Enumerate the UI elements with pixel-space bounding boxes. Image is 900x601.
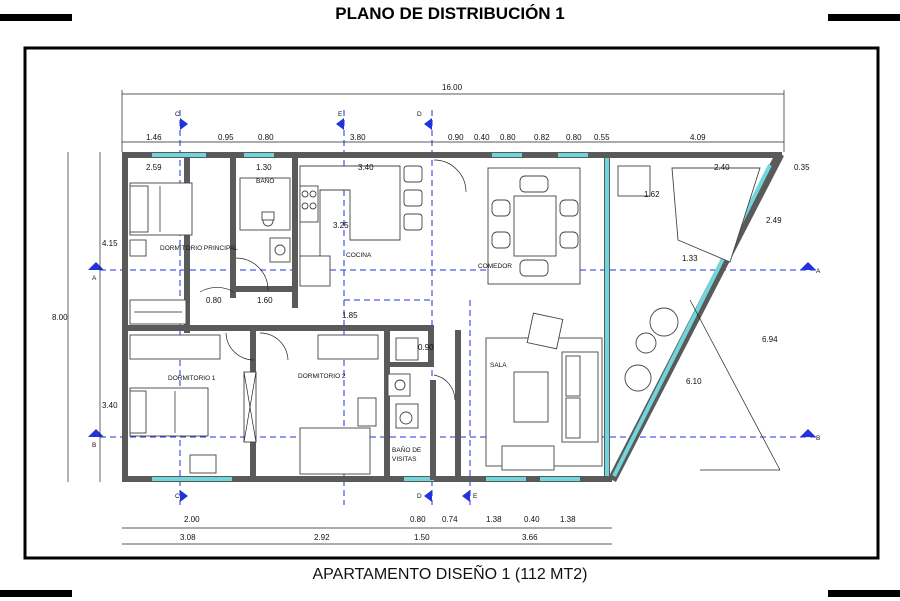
- dim-bot-3: 2.92: [314, 533, 330, 542]
- dim-top-10: 0.55: [594, 133, 610, 142]
- room-label-bano: BAÑO: [256, 176, 274, 185]
- dim-overall: 16.00: [442, 83, 463, 92]
- axis-marker-b-right: [800, 429, 816, 437]
- axis-marker-d-top: [424, 118, 432, 130]
- axis-label-b-right: B: [816, 435, 820, 442]
- axis-label-b-left: B: [92, 442, 96, 449]
- bed-main: [129, 182, 193, 257]
- bed-2: [243, 334, 379, 475]
- dim-top-8: 0.82: [534, 133, 550, 142]
- dimension-texts: 16.00 1.46 0.95 0.80 3.80 0.90 0.40 0.80…: [52, 83, 810, 542]
- axis-label-a-left: A: [92, 275, 97, 282]
- dim-dorm-width: 2.59: [146, 163, 162, 172]
- room-label-dormitorio-1: DORMITORIO 1: [168, 375, 216, 382]
- dim-top-9: 0.80: [566, 133, 582, 142]
- dim-left-bottom: 3.40: [102, 401, 118, 410]
- dim-bot-1: 2.00: [184, 515, 200, 524]
- room-label-comedor: COMEDOR: [478, 263, 512, 270]
- closet-main: [129, 299, 187, 325]
- room-label-cocina: COCINA: [346, 252, 372, 259]
- axis-marker-c-top: [180, 118, 188, 130]
- room-labels: DORMITORIO PRINCIPAL BAÑO COCINA COMEDOR…: [160, 176, 512, 463]
- axis-label-e-bottom: E: [473, 493, 478, 500]
- dim-top-2: 0.95: [218, 133, 234, 142]
- dim-top-5: 0.90: [448, 133, 464, 142]
- axis-marker-e-bottom: [462, 490, 470, 502]
- axis-marker-e-top: [336, 118, 344, 130]
- dim-top-7: 0.80: [500, 133, 516, 142]
- dim-top-6: 0.40: [474, 133, 490, 142]
- dining-area: [487, 167, 581, 285]
- dim-left-top: 4.15: [102, 239, 118, 248]
- axis-marker-c-bottom: [180, 490, 188, 502]
- dim-terrace-6: 6.94: [762, 335, 778, 344]
- plan-caption: APARTAMENTO DISEÑO 1 (112 MT2): [312, 566, 588, 583]
- axis-label-c-bottom: C: [175, 493, 180, 500]
- title-bar-left: [0, 14, 72, 21]
- dim-kitchen-depth: 3.25: [333, 221, 349, 230]
- kitchen-counter: [299, 165, 423, 287]
- dim-bot-5: 0.74: [442, 515, 458, 524]
- caption-bar-left: [0, 590, 72, 597]
- axis-label-c: C: [175, 111, 180, 118]
- bathroom-fixtures: [239, 177, 291, 263]
- visitor-bath: [387, 337, 419, 429]
- dim-hall-1: 0.80: [206, 296, 222, 305]
- dim-terrace-4: 2.49: [766, 216, 782, 225]
- dim-terrace-7: 6.10: [686, 377, 702, 386]
- axis-label-d: D: [417, 111, 422, 118]
- dim-kitchen: 3.40: [358, 163, 374, 172]
- living-area: [485, 312, 603, 471]
- terrace-furniture: [617, 165, 781, 471]
- dim-left-overall: 8.00: [52, 313, 68, 322]
- plan-title: PLANO DE DISTRIBUCIÓN 1: [335, 4, 565, 23]
- room-label-bano-visitas-1: BAÑO DE: [392, 445, 422, 454]
- dim-bath-width: 1.30: [256, 163, 272, 172]
- room-label-bano-visitas-2: VISITAS: [392, 456, 417, 463]
- dim-bot-8: 0.40: [524, 515, 540, 524]
- dim-terrace-2: 0.35: [794, 163, 810, 172]
- axis-marker-d-bottom: [424, 490, 432, 502]
- room-label-dormitorio-2: DORMITORIO 2: [298, 373, 346, 380]
- caption-bar-right: [828, 590, 900, 597]
- axis-label-d-bottom: D: [417, 493, 422, 500]
- dim-bot-4: 0.80: [410, 515, 426, 524]
- dim-terrace-3: 1.62: [644, 190, 660, 199]
- dim-bot-6: 1.50: [414, 533, 430, 542]
- bed-1: [129, 334, 221, 474]
- axis-label-e: E: [338, 111, 343, 118]
- dimension-lines: [67, 90, 785, 545]
- dim-hall-2: 1.60: [257, 296, 273, 305]
- dim-bot-10: 3.66: [522, 533, 538, 542]
- dim-bot-7: 1.38: [486, 515, 502, 524]
- dim-top-4: 3.80: [350, 133, 366, 142]
- dim-terrace-1: 2.40: [714, 163, 730, 172]
- dim-top-1: 1.46: [146, 133, 162, 142]
- room-label-dormitorio-principal: DORMITORIO PRINCIPAL: [160, 245, 238, 252]
- dim-bot-9: 1.38: [560, 515, 576, 524]
- dim-top-3: 0.80: [258, 133, 274, 142]
- doors: [199, 159, 467, 401]
- dim-terrace-5: 1.33: [682, 254, 698, 263]
- axis-label-a-right: A: [816, 268, 821, 275]
- dim-bot-2: 3.08: [180, 533, 196, 542]
- dim-top-11: 4.09: [690, 133, 706, 142]
- room-label-sala: SALA: [490, 362, 507, 369]
- dim-hall-3: 1.85: [342, 311, 358, 320]
- dim-visit-bath: 0.90: [418, 343, 434, 352]
- axis-marker-a-right: [800, 262, 816, 270]
- title-bar-right: [828, 14, 900, 21]
- axis-markers: C E D C D E A A B B: [88, 111, 821, 502]
